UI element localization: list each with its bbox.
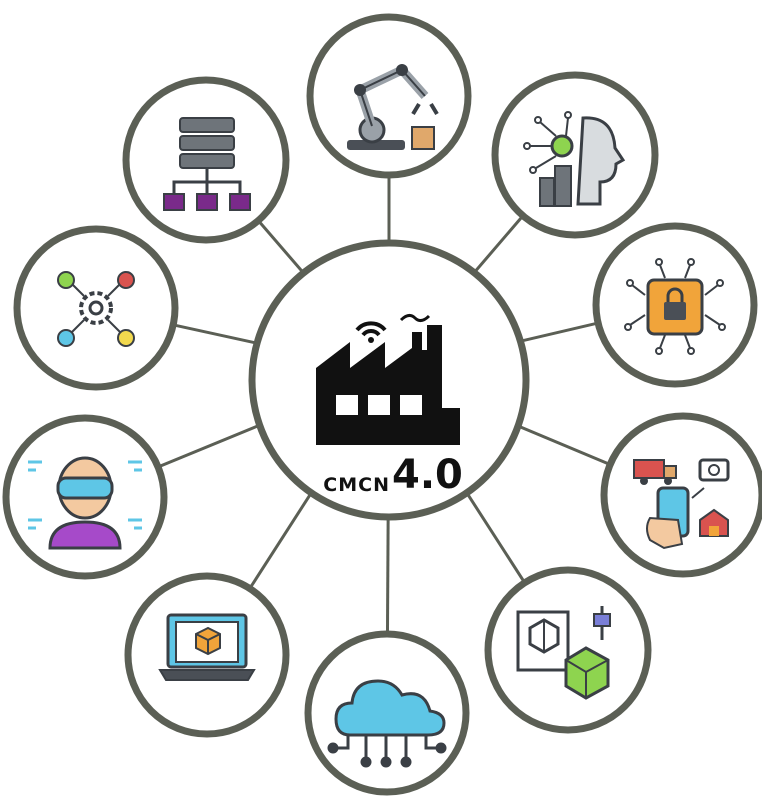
iot-phone-icon [633,458,730,550]
laptop-cube-icon [158,613,256,681]
cloud-network-icon [327,679,447,768]
hub-label-prefix: CMCN [323,474,390,496]
node-ring-robotic-arm [306,13,472,179]
server-network-icon [163,117,251,211]
ai-head-icon [523,111,626,207]
robotic-arm-icon [347,64,439,150]
hub-label-version: 4.0 [392,452,463,498]
chip-lock-icon [624,258,726,355]
node-ring-ai [491,71,659,239]
smart-factory-icon [316,313,460,445]
gear-network-icon [57,271,135,347]
3d-printer-icon [516,606,611,700]
vr-headset-icon [28,456,142,550]
